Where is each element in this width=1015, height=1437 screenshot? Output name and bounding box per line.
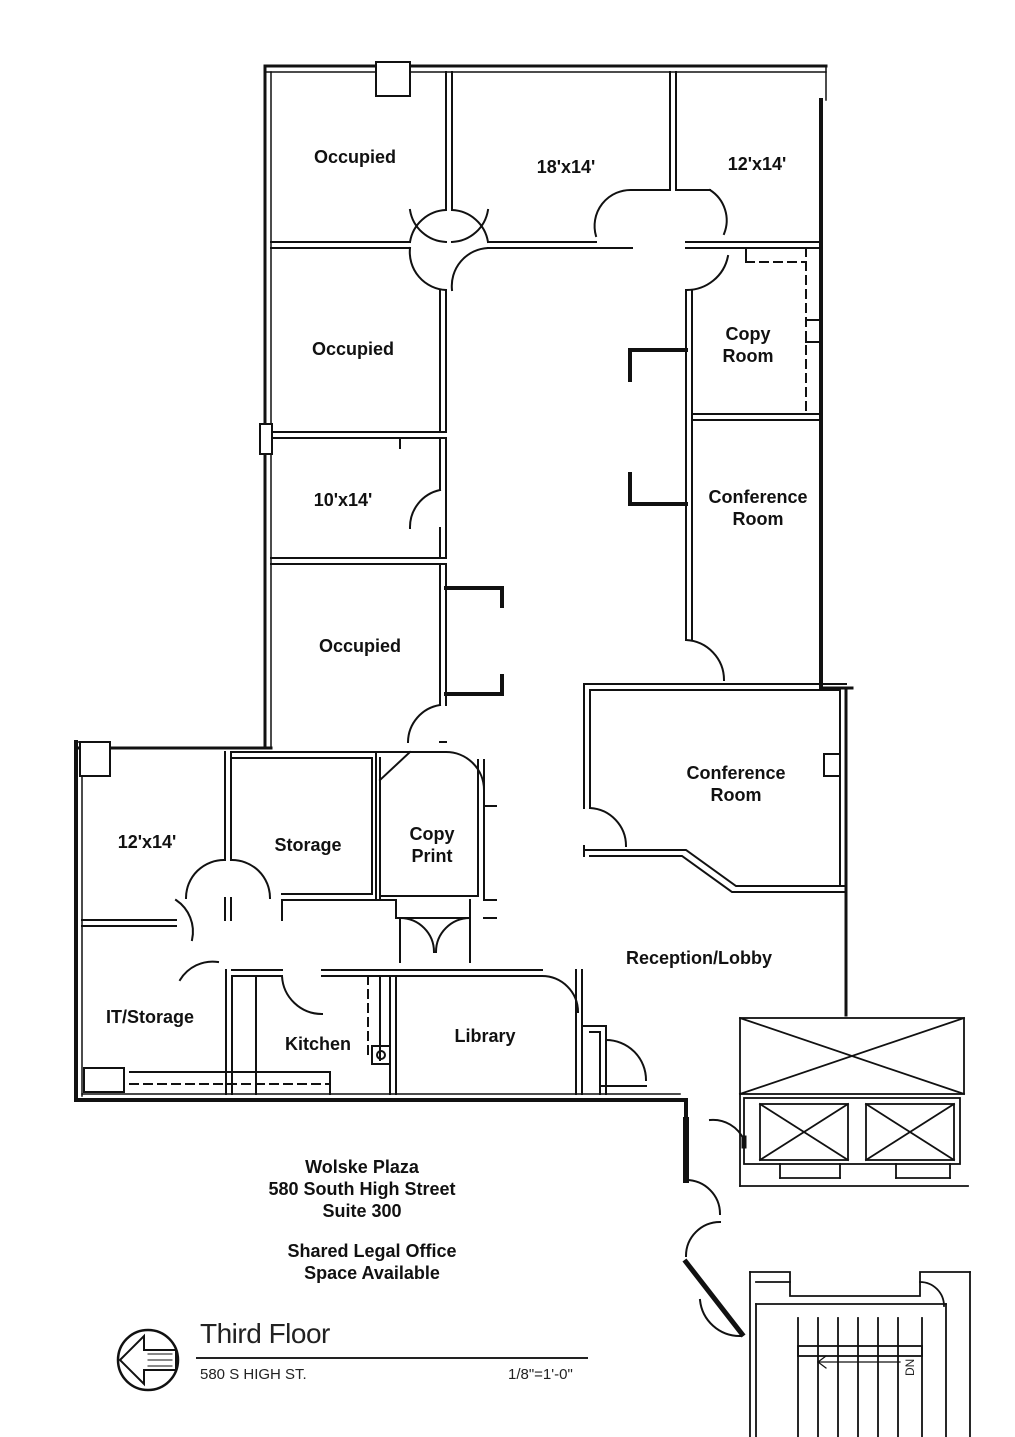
room-storage: Storage <box>274 835 342 855</box>
availability-note: Shared Legal Office Space Available <box>287 1241 457 1283</box>
room-occupied-1: Occupied <box>313 147 397 167</box>
room-partitions <box>79 61 822 777</box>
lower-wing-partitions <box>81 750 647 1095</box>
door-swings <box>174 188 746 1338</box>
room-kitchen: Kitchen <box>284 1034 352 1054</box>
room-office-12x14-left: 12'x14' <box>117 832 177 852</box>
suite-number: Suite 300 <box>322 1201 402 1221</box>
room-reception-lobby: Reception/Lobby <box>625 948 773 968</box>
property-info: Wolske Plaza 580 South High Street Suite… <box>212 1156 512 1222</box>
north-arrow-icon <box>116 1328 180 1392</box>
room-office-18x14: 18'x14' <box>536 157 596 177</box>
stairwell <box>749 1271 971 1437</box>
title-rule <box>196 1357 588 1359</box>
room-occupied-3: Occupied <box>318 636 402 656</box>
room-library: Library <box>454 1026 516 1046</box>
street-address: 580 South High Street <box>268 1179 456 1199</box>
floor-title: Third Floor <box>200 1318 330 1349</box>
room-it-storage: IT/Storage <box>105 1007 195 1027</box>
building-name: Wolske Plaza <box>305 1157 419 1177</box>
conference-room-walls <box>583 683 847 893</box>
room-office-12x14-top: 12'x14' <box>727 154 787 174</box>
stair-dn-label: DN <box>903 1359 917 1376</box>
room-occupied-2: Occupied <box>311 339 395 359</box>
elevator-core <box>738 1016 969 1187</box>
title-street: 580 S HIGH ST. <box>200 1366 307 1383</box>
title-scale: 1/8"=1'-0" <box>508 1366 573 1383</box>
exterior-walls <box>74 64 854 1183</box>
room-office-10x14: 10'x14' <box>313 490 373 510</box>
